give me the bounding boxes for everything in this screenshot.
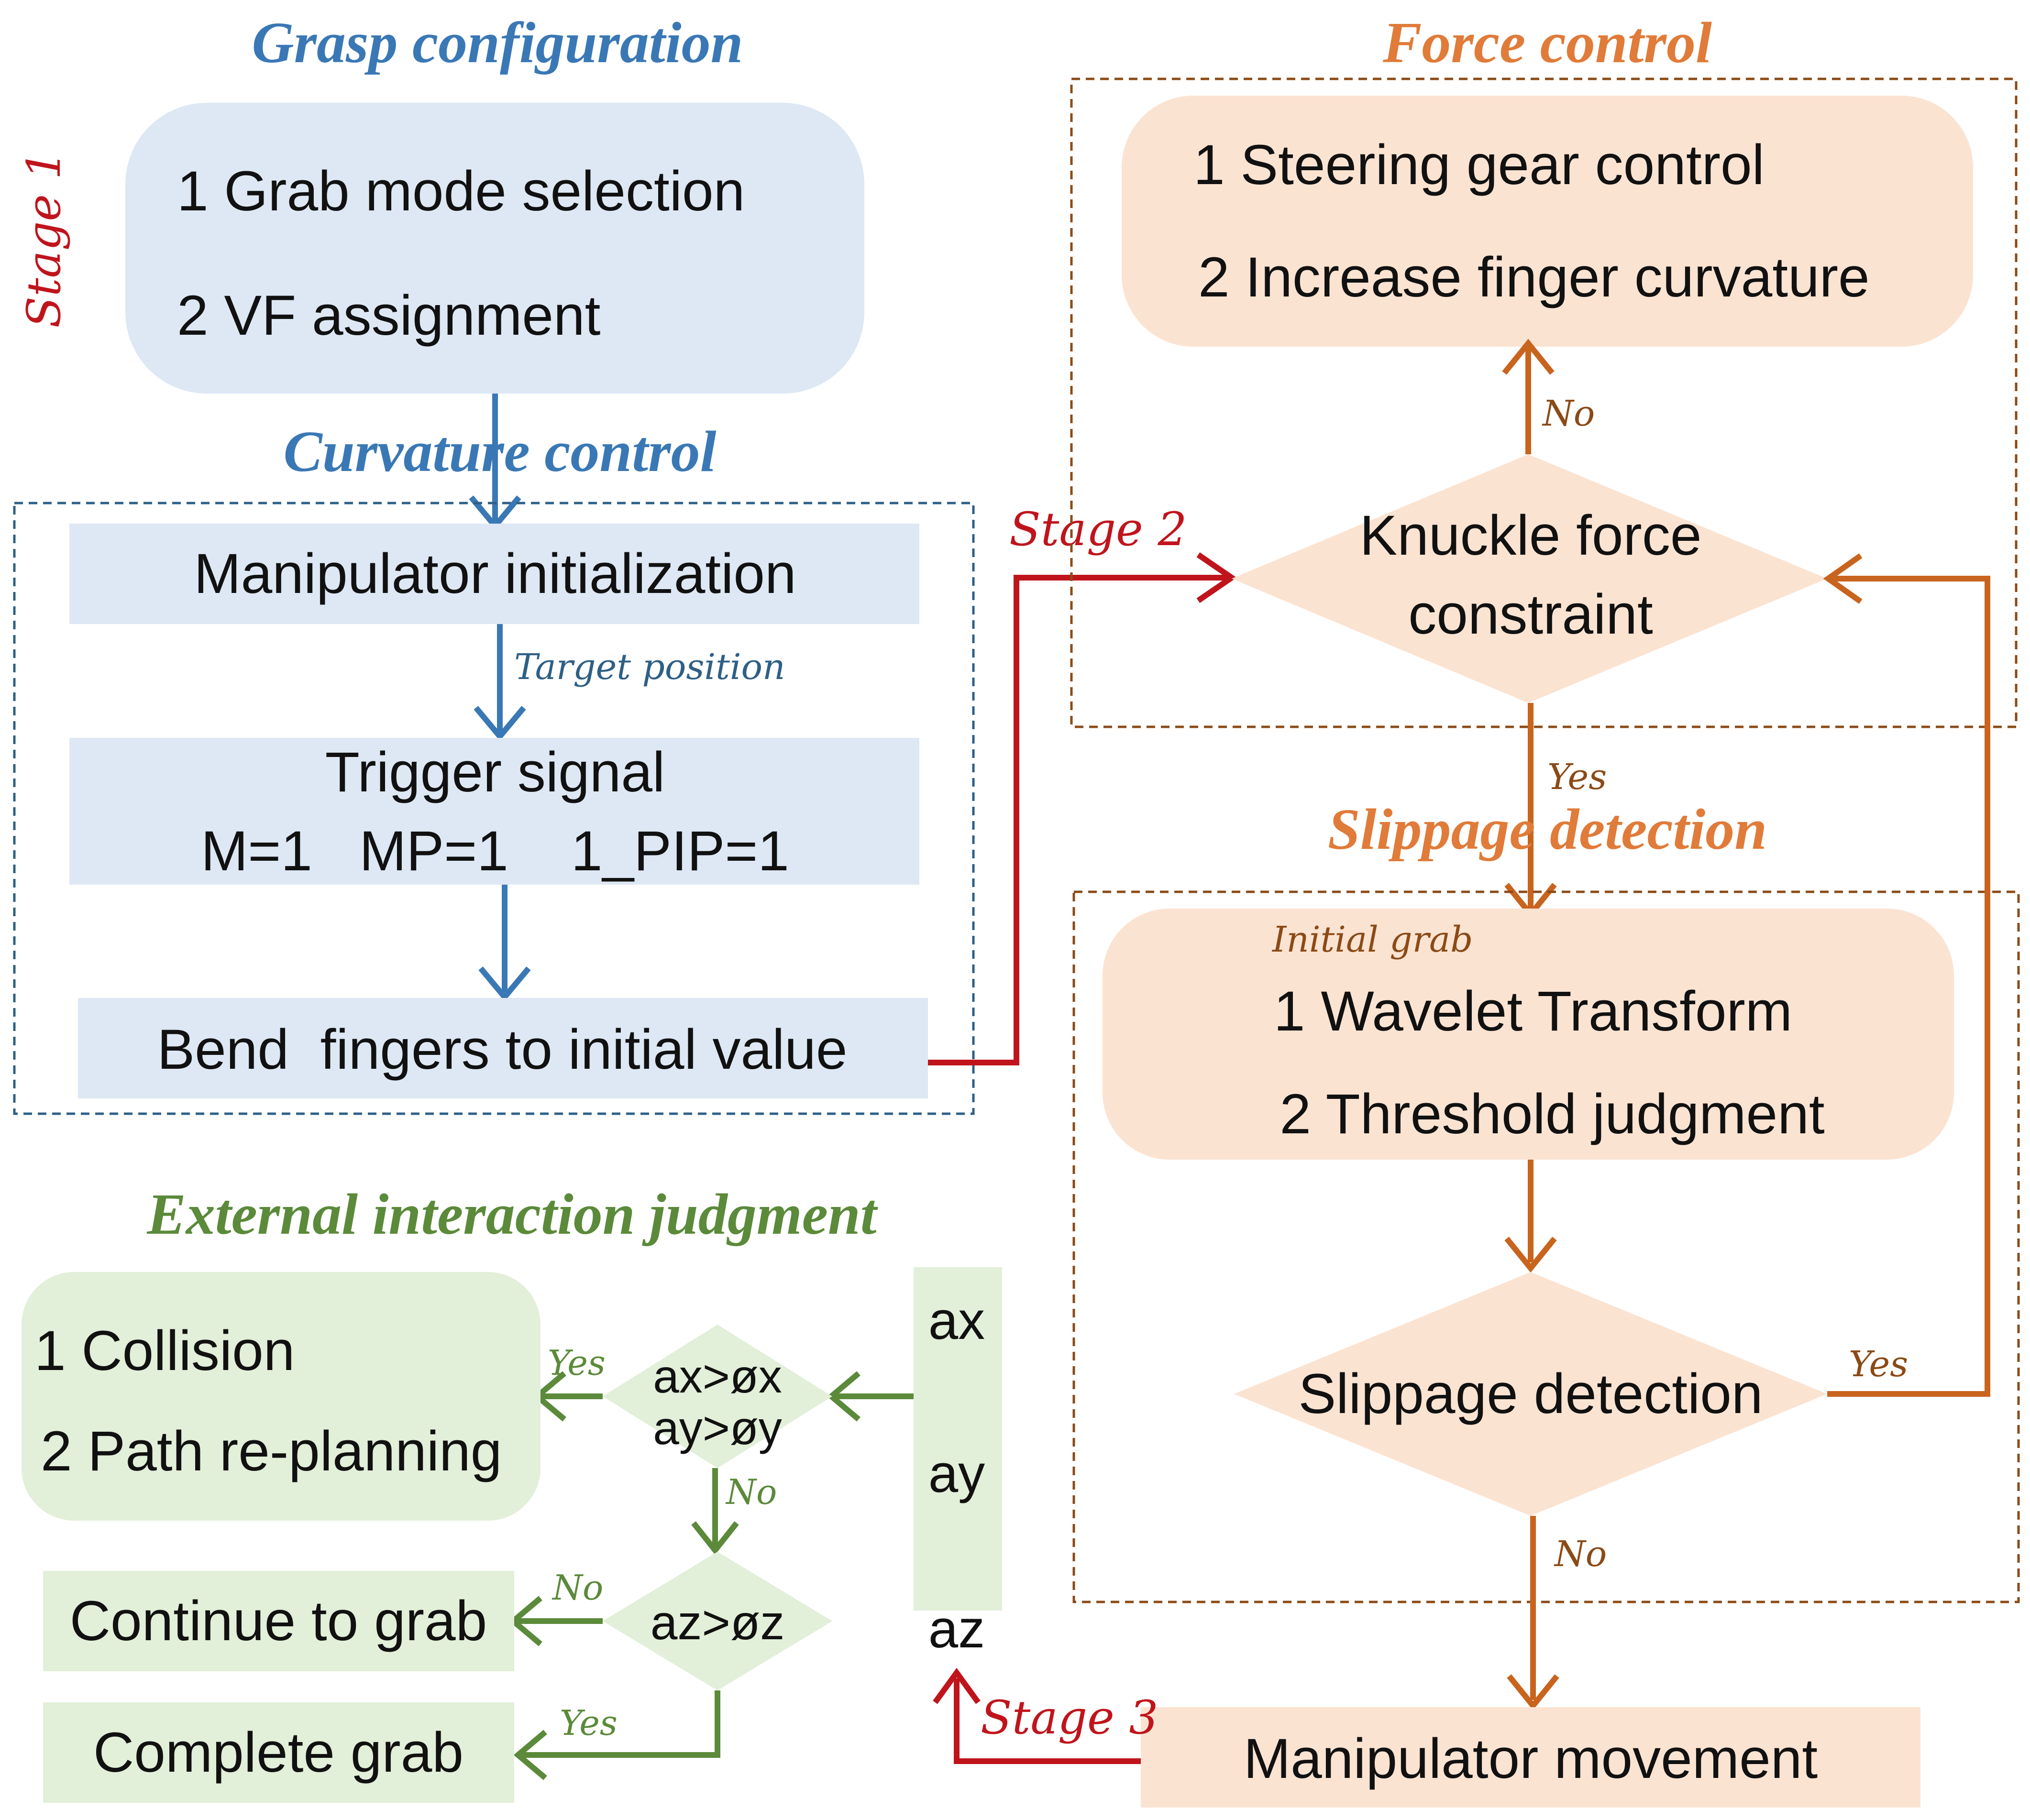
continue-to-grab-box xyxy=(43,1571,514,1671)
trigger-conditions-text: M=1 MP=1 1_PIP=1 xyxy=(201,820,789,883)
grasp-configuration-box xyxy=(125,103,864,394)
trigger-signal-box xyxy=(69,738,919,885)
arrowhead-knuckle-no xyxy=(1502,339,1555,375)
vf-assignment-text: 2 VF assignment xyxy=(177,284,600,347)
force-control-title: Force control xyxy=(1382,11,1712,75)
knuckle-no-label: No xyxy=(1542,393,1595,434)
grab-mode-selection-text: 1 Grab mode selection xyxy=(177,160,745,223)
manipulator-initialization-box xyxy=(69,524,919,624)
initial-grab-label: Initial grab xyxy=(1271,919,1473,960)
arrowhead-init-to-trigger xyxy=(474,706,526,741)
increase-finger-curvature-text: 2 Increase finger curvature xyxy=(1198,246,1870,309)
stage-1-label: Stage 1 xyxy=(17,150,71,328)
slippage-yes-loop-arrowhead xyxy=(1823,553,1863,604)
slippage-dashed-frame xyxy=(1072,890,2020,1603)
knuckle-force-diamond xyxy=(1232,454,1827,703)
force-control-dashed-frame xyxy=(1070,77,2018,728)
slippage-yes-label: Yes xyxy=(1849,1344,1908,1385)
stage-2-label: Stage 2 xyxy=(1009,503,1187,556)
axis-ax-text: ax xyxy=(928,1291,985,1350)
az-threshold-diamond xyxy=(603,1552,832,1690)
curvature-control-title: Curvature control xyxy=(284,419,717,484)
force-control-box xyxy=(1122,96,1973,347)
ax-ay-threshold-diamond xyxy=(603,1325,832,1468)
steering-gear-control-text: 1 Steering gear control xyxy=(1193,133,1765,197)
threshold-judgment-text: 2 Threshold judgment xyxy=(1280,1083,1824,1146)
manipulator-initialization-text: Manipulator initialization xyxy=(194,542,796,605)
knuckle-yes-label: Yes xyxy=(1547,757,1607,798)
bend-fingers-box xyxy=(78,998,928,1098)
trigger-signal-text: Trigger signal xyxy=(325,741,665,804)
arrowhead-diamond1-no xyxy=(691,1521,739,1555)
slippage-detection-title: Slippage detection xyxy=(1328,797,1767,862)
stage-3-label: Stage 3 xyxy=(981,1691,1158,1744)
diamond2-no-label: No xyxy=(552,1568,603,1608)
target-position-label: Target position xyxy=(514,647,785,688)
slippage-processing-box xyxy=(1103,909,1954,1160)
complete-grab-box xyxy=(43,1702,514,1803)
collision-text: 1 Collision xyxy=(34,1319,295,1382)
external-interaction-title: External interaction judgment xyxy=(146,1182,878,1247)
slippage-no-label: No xyxy=(1554,1534,1607,1575)
diamond2-yes-label: Yes xyxy=(560,1703,618,1743)
complete-grab-text: Complete grab xyxy=(93,1721,463,1784)
arrowhead-slippage-no xyxy=(1507,1674,1559,1710)
manipulator-movement-box xyxy=(1141,1707,1920,1808)
arrowhead-trigger-to-bend xyxy=(478,966,531,1002)
continue-to-grab-text: Continue to grab xyxy=(70,1590,487,1653)
acceleration-column xyxy=(914,1267,1002,1611)
curvature-control-dashed-frame xyxy=(13,502,975,1115)
manipulator-movement-text: Manipulator movement xyxy=(1244,1727,1818,1790)
grasp-configuration-title: Grasp configuration xyxy=(252,11,743,75)
path-replanning-text: 2 Path re-planning xyxy=(41,1420,502,1483)
az-threshold-text: az>øz xyxy=(651,1595,785,1650)
stage-3-arrowhead xyxy=(933,1667,981,1704)
stage-2-connector xyxy=(928,575,1229,1065)
slippage-detection-diamond xyxy=(1234,1272,1827,1516)
diamond1-yes-label: Yes xyxy=(548,1343,606,1383)
collision-box xyxy=(22,1272,541,1521)
constraint-text: constraint xyxy=(1408,583,1653,646)
arrow-diamond2-yes xyxy=(521,1690,720,1758)
wavelet-transform-text: 1 Wavelet Transform xyxy=(1274,980,1792,1043)
diamond1-no-label: No xyxy=(725,1472,777,1512)
arrowhead-diamond2-yes xyxy=(513,1730,547,1780)
stage-3-connector xyxy=(954,1678,1141,1764)
slippage-detection-diamond-text: Slippage detection xyxy=(1299,1362,1763,1425)
stage-2-arrowhead xyxy=(1196,552,1237,603)
ay-threshold-text: ay>øy xyxy=(653,1402,782,1454)
arrowhead-processing-to-slippage xyxy=(1504,1237,1557,1273)
axis-az-text: az xyxy=(928,1599,985,1659)
axis-ay-text: ay xyxy=(928,1444,985,1503)
slippage-yes-loop xyxy=(1827,576,1990,1397)
ax-threshold-text: ax>øx xyxy=(653,1350,782,1403)
knuckle-force-text: Knuckle force xyxy=(1360,504,1702,567)
bend-fingers-text: Bend fingers to initial value xyxy=(157,1018,847,1081)
